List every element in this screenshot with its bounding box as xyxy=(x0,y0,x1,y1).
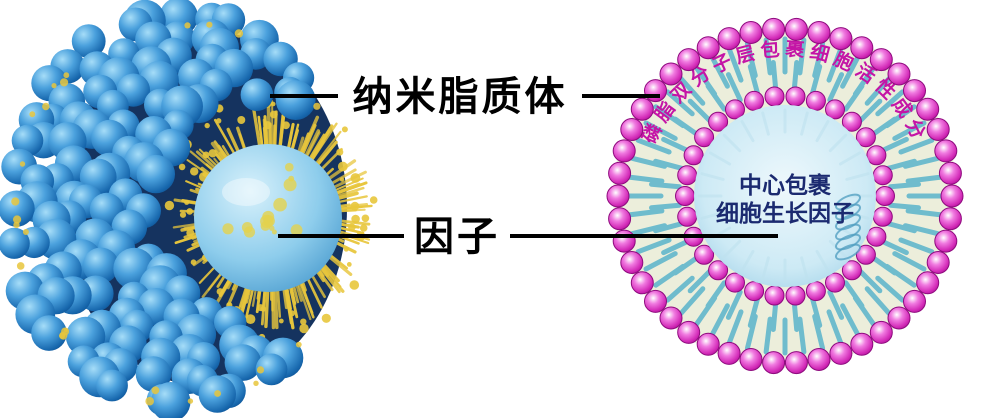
phospholipid-heads xyxy=(0,0,316,418)
liposome-3d-render xyxy=(0,0,378,418)
coil-structure xyxy=(834,223,862,241)
factor-speckle xyxy=(283,178,297,192)
coil-structure xyxy=(834,203,862,221)
factor-label: 因子 xyxy=(414,215,500,259)
factor-speckle xyxy=(243,226,256,238)
core-text-line1: 中心包裹 xyxy=(739,172,832,198)
factor-speckle xyxy=(222,223,234,235)
lipid-tails xyxy=(625,36,945,356)
coil-structure xyxy=(834,213,862,231)
coil-structure xyxy=(834,243,862,261)
factor-speckle xyxy=(273,197,287,212)
factor-speckle xyxy=(271,229,277,235)
liposome-schematic: 磷脂双分子层包裹细胞活性成分 中心包裹 细胞生长因子 xyxy=(606,17,964,375)
inner-head-ring xyxy=(675,86,895,306)
core-text-line2: 细胞生长因子 xyxy=(716,200,854,226)
factor-speckle xyxy=(263,215,275,227)
outer-head-ring xyxy=(606,17,964,375)
core-highlight xyxy=(222,178,270,206)
core-region xyxy=(694,105,876,287)
annotations: 纳米脂质体 因子 xyxy=(270,75,778,259)
liposome-label: 纳米脂质体 xyxy=(353,75,568,119)
coil-structure xyxy=(834,193,862,211)
factor-speckle xyxy=(290,224,303,237)
factor-speckle xyxy=(288,175,295,182)
factor-speckle xyxy=(269,225,275,231)
coil-structure xyxy=(834,233,862,251)
factor-speckle xyxy=(285,162,294,172)
